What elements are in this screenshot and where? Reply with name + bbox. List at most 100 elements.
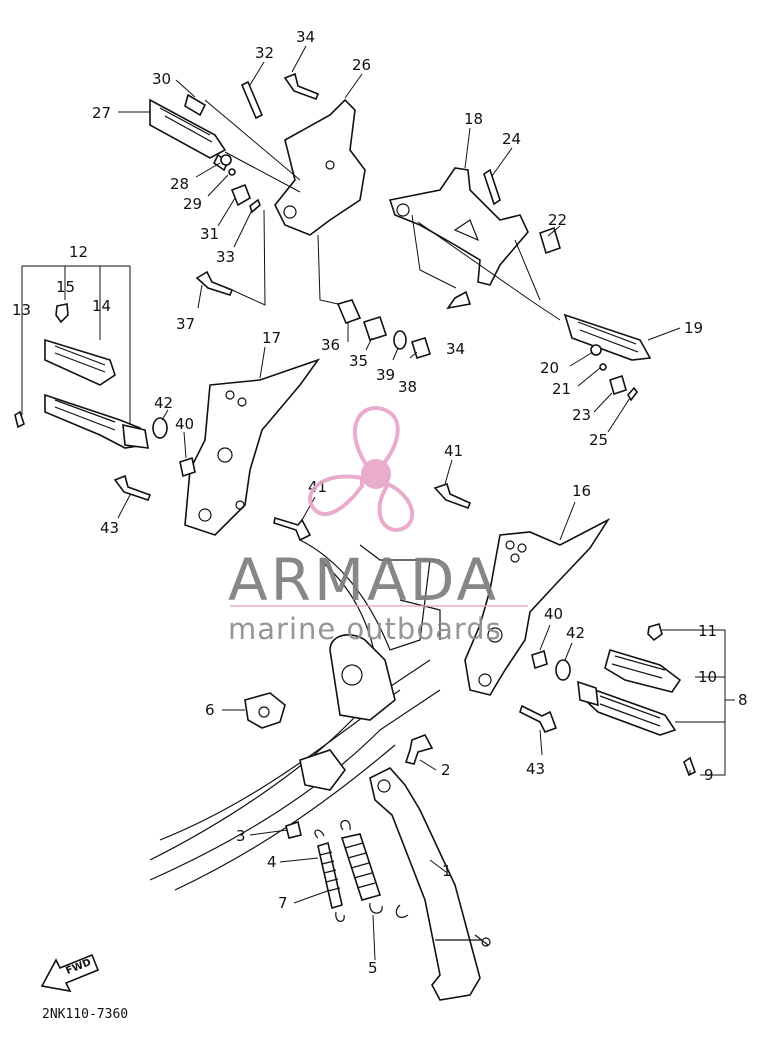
- plate-23: [609, 374, 627, 396]
- callout-14: 14: [92, 297, 111, 315]
- callout-17: 17: [262, 329, 281, 347]
- callout-25: 25: [589, 431, 608, 449]
- callout-23: 23: [572, 406, 591, 424]
- bolt-32: [240, 80, 264, 120]
- callout-13: 13: [12, 301, 31, 319]
- bolt-24: [483, 168, 501, 206]
- callout-16: 16: [572, 482, 591, 500]
- leader-lines: [21, 45, 735, 961]
- plate-31: [230, 183, 251, 207]
- callout-3: 3: [236, 827, 246, 845]
- washer-39: [393, 330, 407, 350]
- callout-5: 5: [368, 959, 378, 977]
- propeller-logo-icon: [308, 406, 415, 533]
- rear-footrest-bracket-left: [274, 98, 366, 236]
- callout-32: 32: [255, 44, 274, 62]
- callout-28: 28: [170, 175, 189, 193]
- callout-1: 1: [442, 862, 452, 880]
- callout-43-left: 43: [100, 519, 119, 537]
- washer-42-right: [555, 659, 571, 681]
- callout-36: 36: [321, 336, 340, 354]
- watermark-brand: ARMADA: [228, 546, 499, 614]
- callout-18: 18: [464, 110, 483, 128]
- bush-35: [362, 316, 388, 341]
- spring-4-7: [314, 829, 345, 922]
- callout-11: 11: [698, 622, 717, 640]
- callout-8: 8: [738, 691, 748, 709]
- rubber-22: [539, 226, 561, 255]
- spring-20: [590, 344, 602, 356]
- bolt-43-left: [113, 474, 152, 501]
- bolt-34-right: [446, 290, 472, 310]
- bolt-2: [404, 734, 434, 765]
- callout-29: 29: [183, 195, 202, 213]
- callout-34-top: 34: [296, 28, 315, 46]
- callout-labels: 1 2 3 4 5 6 7 8 9 10 11 12 13 14 15 16 1…: [12, 28, 748, 977]
- callout-40-right: 40: [544, 605, 563, 623]
- callout-34-right: 34: [446, 340, 465, 358]
- front-footrest-assy-left: [44, 338, 149, 449]
- callout-35: 35: [349, 352, 368, 370]
- front-footrest-bracket-left: [184, 358, 321, 536]
- callout-31: 31: [200, 225, 219, 243]
- bolt-11: [647, 623, 663, 642]
- callout-6: 6: [205, 701, 215, 719]
- bracket-6: [244, 692, 286, 729]
- bolt-13: [14, 410, 25, 429]
- watermark-tagline: marine outboards: [228, 612, 502, 646]
- spring-28: [220, 154, 232, 166]
- callout-33: 33: [216, 248, 235, 266]
- callout-39: 39: [376, 366, 395, 384]
- nut-38: [410, 337, 432, 359]
- callout-19: 19: [684, 319, 703, 337]
- callout-42-left: 42: [154, 394, 173, 412]
- callout-42-right: 42: [566, 624, 585, 642]
- fwd-arrow-icon: FWD: [40, 953, 100, 993]
- nut-40-right: [531, 649, 548, 670]
- ball-29: [228, 168, 236, 176]
- frame-drawing: [149, 539, 441, 891]
- pin-33: [249, 198, 261, 214]
- callout-21: 21: [552, 380, 571, 398]
- callout-10: 10: [698, 668, 717, 686]
- bolt-37: [195, 270, 234, 296]
- front-footrest-assy-right: [577, 648, 682, 736]
- nut-40-left: [179, 456, 196, 478]
- callout-20: 20: [540, 359, 559, 377]
- rear-footrest-bracket-right: [388, 167, 529, 286]
- bolt-41-right: [433, 482, 472, 510]
- callout-27: 27: [92, 104, 111, 122]
- callout-41-right: 41: [444, 442, 463, 460]
- callout-2: 2: [441, 761, 451, 779]
- sidestand-1: [369, 767, 491, 1001]
- washer-42-left: [152, 417, 168, 439]
- rubber-30: [184, 93, 207, 117]
- callout-4: 4: [267, 853, 277, 871]
- rear-footrest-peg-left: [149, 98, 230, 172]
- callout-22: 22: [548, 211, 567, 229]
- nut-3: [285, 820, 302, 839]
- callout-15: 15: [56, 278, 75, 296]
- callout-26: 26: [352, 56, 371, 74]
- diagram-code: 2NK110-7360: [42, 1007, 128, 1022]
- bolt-34-top: [283, 72, 320, 101]
- callout-38: 38: [398, 378, 417, 396]
- front-footrest-bracket-right: [464, 517, 611, 696]
- callout-12: 12: [69, 243, 88, 261]
- bolt-9: [683, 756, 696, 777]
- callout-30: 30: [152, 70, 171, 88]
- ball-21: [599, 363, 607, 371]
- rear-footrest-peg-right: [563, 313, 652, 361]
- bolt-41-left: [273, 516, 312, 542]
- callout-9: 9: [704, 766, 714, 784]
- bolt-15: [55, 303, 69, 324]
- collar-36: [336, 299, 362, 325]
- spring-5: [340, 820, 383, 914]
- watermark: ARMADA marine outboards: [228, 406, 528, 646]
- callout-40-left: 40: [175, 415, 194, 433]
- callout-43-right: 43: [526, 760, 545, 778]
- callout-24: 24: [502, 130, 521, 148]
- callout-7: 7: [278, 894, 288, 912]
